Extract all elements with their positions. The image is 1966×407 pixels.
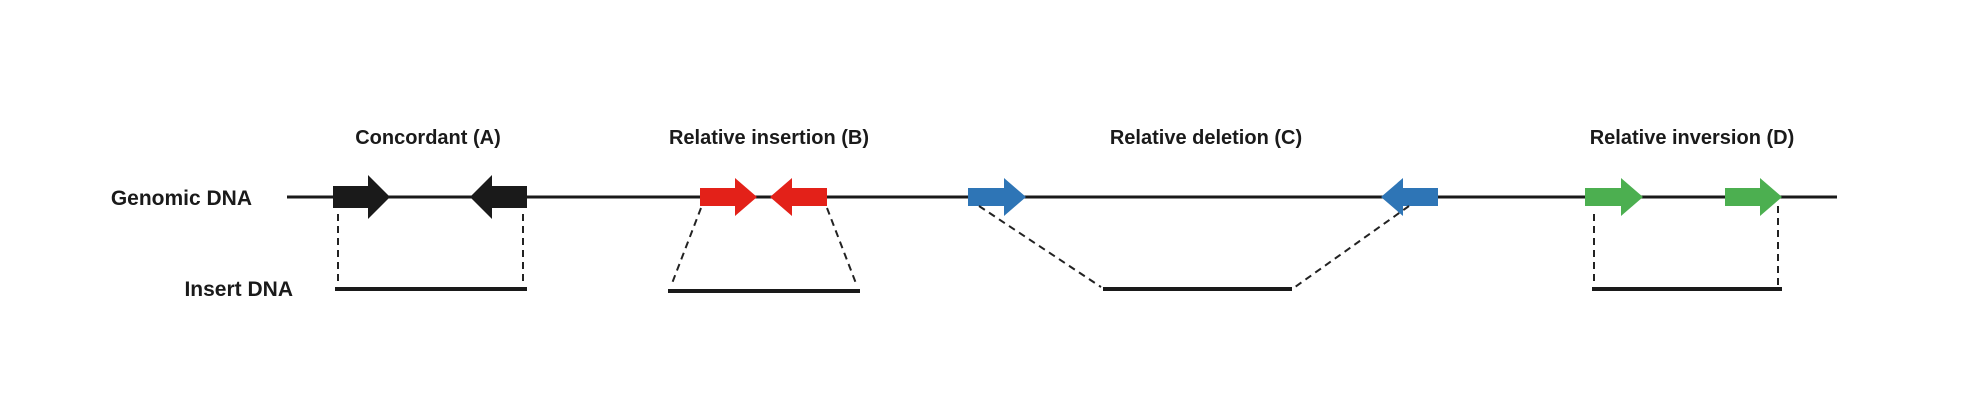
panel-relative-inversion-title: Relative inversion (D)	[1590, 127, 1795, 149]
panel-concordant-title: Concordant (A)	[355, 127, 501, 149]
panel-relative-insertion-title: Relative insertion (B)	[669, 127, 869, 149]
insert-dna-label: Insert DNA	[184, 278, 293, 301]
genomic-dna-label: Genomic DNA	[111, 187, 252, 210]
reverse-read-arrow	[770, 178, 827, 216]
panel-relative-insertion: Relative insertion (B)	[668, 127, 869, 293]
projection-dashed-left	[978, 205, 1102, 288]
panel-concordant: Concordant (A)	[333, 127, 527, 291]
projection-dashed-right	[826, 207, 858, 287]
projection-dashed-left	[670, 207, 702, 287]
reverse-read-arrow	[1381, 178, 1438, 216]
projection-dashed-right	[1294, 205, 1410, 288]
forward-read-arrow	[968, 178, 1026, 216]
panel-relative-deletion-title: Relative deletion (C)	[1110, 127, 1302, 149]
forward-read-arrow	[1585, 178, 1643, 216]
forward-read-arrow	[333, 175, 390, 219]
forward-read-arrow	[700, 178, 757, 216]
panel-relative-inversion: Relative inversion (D)	[1585, 127, 1795, 291]
forward-read-arrow-second	[1725, 178, 1782, 216]
panel-relative-deletion: Relative deletion (C)	[968, 127, 1438, 291]
reverse-read-arrow	[470, 175, 527, 219]
